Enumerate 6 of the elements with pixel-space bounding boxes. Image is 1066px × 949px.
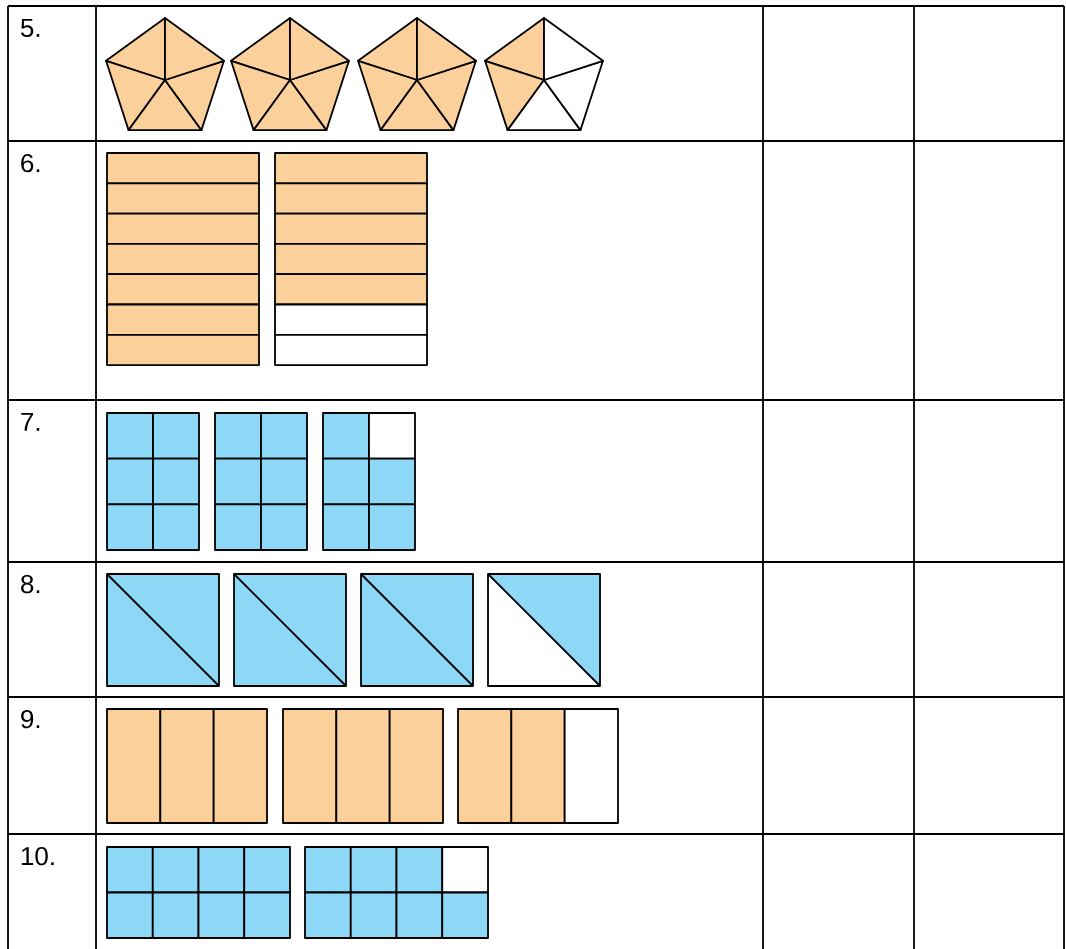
row-number: 10. bbox=[21, 846, 54, 866]
row-number: 5. bbox=[20, 18, 40, 38]
row-number: 6. bbox=[21, 153, 40, 173]
row-number: 8. bbox=[21, 574, 40, 594]
row-number: 9. bbox=[21, 709, 40, 729]
row-number: 7. bbox=[21, 412, 40, 431]
